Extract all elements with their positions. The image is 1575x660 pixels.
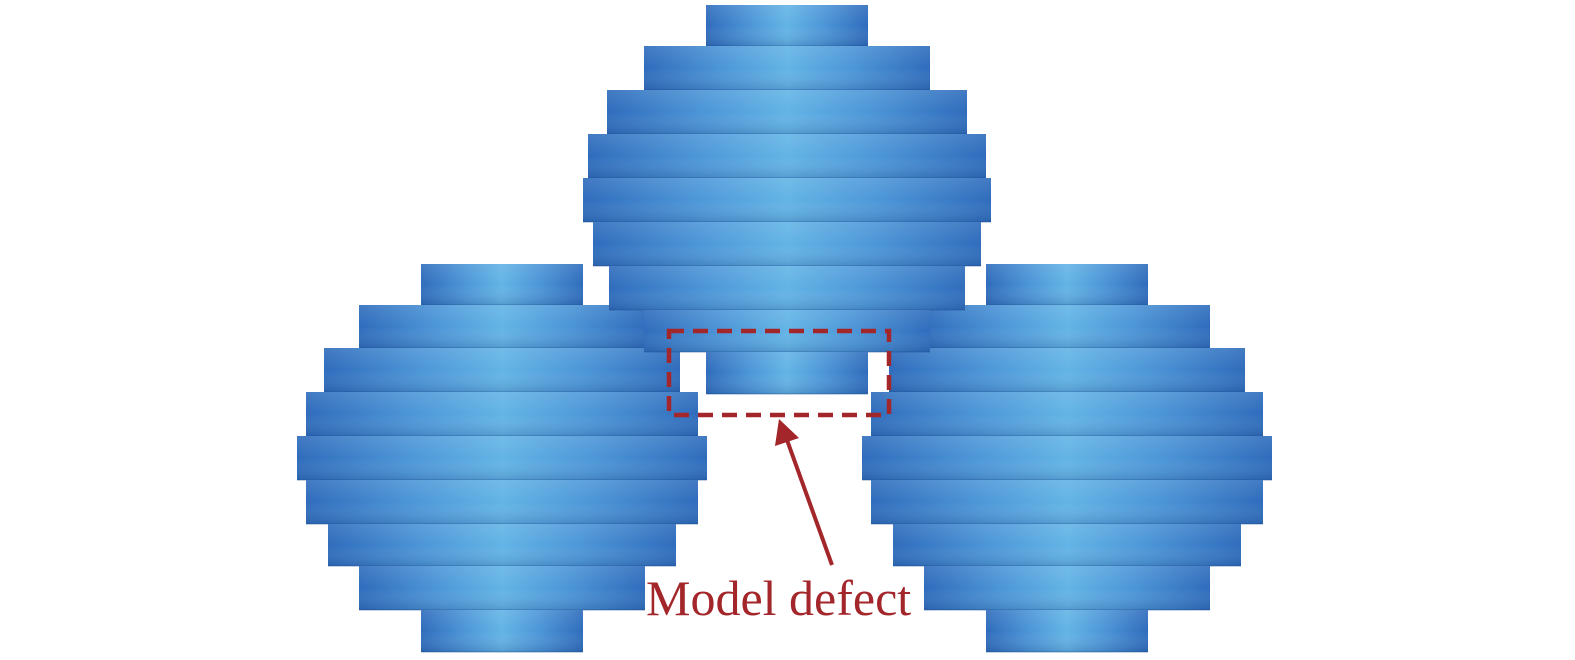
- defect-highlight: [666, 328, 892, 566]
- stepped-sphere-right: [862, 264, 1272, 653]
- stepped-sphere-left: [297, 264, 707, 653]
- defect-label: Model defect: [646, 570, 912, 626]
- defect-arrow-shaft: [785, 439, 834, 566]
- defect-dashed-box: [666, 328, 892, 418]
- defect-arrow-head: [775, 419, 799, 446]
- stepped-sphere-top: [583, 5, 991, 395]
